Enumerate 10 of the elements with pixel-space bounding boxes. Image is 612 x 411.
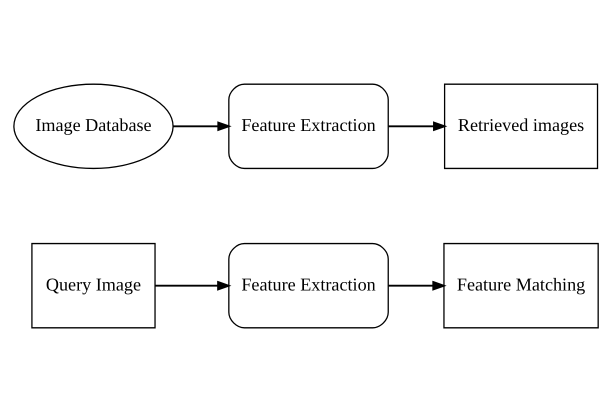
arrow (388, 120, 448, 131)
arrow (388, 280, 447, 290)
node-box: Feature Extraction (228, 83, 389, 169)
arrow (173, 120, 232, 131)
node-box: Query Image (31, 242, 156, 328)
node-box: Feature Matching (443, 242, 599, 328)
arrow (155, 280, 232, 290)
node-box: Feature Extraction (228, 242, 389, 328)
node-box: Retrieved images (444, 83, 598, 169)
node-ellipse: Image Database (13, 83, 174, 169)
